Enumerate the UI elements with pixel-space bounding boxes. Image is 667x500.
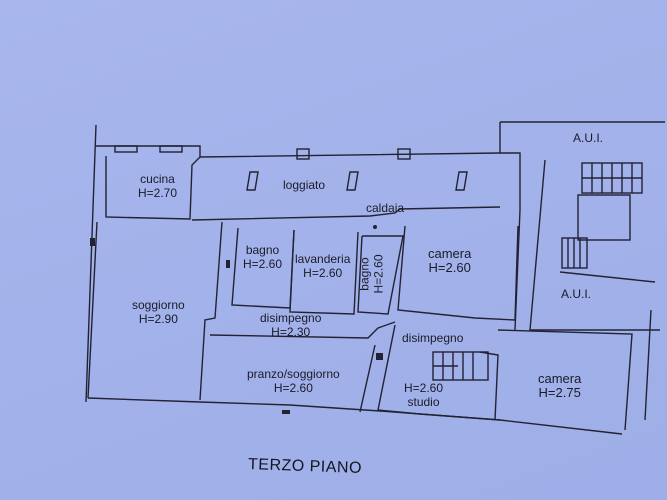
room-height: H=2.30 (271, 325, 311, 339)
radiator-icon (282, 410, 290, 414)
wall-soggiorno-right (199, 221, 223, 401)
wall-aui-inner (529, 159, 660, 331)
wall-top (96, 145, 501, 158)
wall-aui-left (499, 122, 521, 331)
room-caldaia: caldaia (366, 201, 404, 215)
room-name: A.U.I. (561, 287, 592, 301)
wall-studio (377, 324, 501, 421)
room-name: disimpegno (402, 331, 464, 345)
room-bagno: bagno H=2.60 (243, 243, 282, 271)
room-name: camera (428, 246, 472, 261)
room-name: A.U.I. (573, 131, 604, 145)
room-name: studio (407, 395, 440, 409)
room-studio: H=2.60 studio (404, 381, 443, 409)
room-name: bagno (245, 243, 280, 257)
room-loggiato: loggiato (283, 178, 325, 192)
radiator-icon (226, 260, 230, 268)
room-height: H=2.70 (138, 186, 178, 200)
wall-bagno2 (357, 235, 404, 315)
skylight-icon (455, 171, 468, 191)
wall-cucina (105, 156, 201, 220)
stairs-studio (432, 351, 489, 381)
room-name: bagno (357, 257, 372, 291)
room-bagno-2: bagno H=2.60 (358, 254, 386, 293)
room-pranzo-soggiorno: pranzo/soggiorno H=2.60 (247, 367, 340, 395)
room-name: pranzo/soggiorno (247, 367, 340, 381)
wall-camera2 (497, 329, 633, 431)
window-icon (296, 148, 310, 160)
wall-left (87, 221, 98, 399)
room-height: H=2.60 (404, 381, 444, 395)
room-camera: camera H=2.60 (428, 247, 471, 275)
room-lavanderia: lavanderia H=2.60 (295, 252, 350, 280)
room-name: disimpegno (260, 311, 322, 325)
window-icon (114, 145, 138, 153)
room-height: H=2.60 (273, 381, 313, 395)
room-name: soggiorno (132, 298, 185, 312)
wall-camera1 (397, 225, 519, 321)
room-height: H=2.60 (303, 266, 343, 280)
stairs-main (559, 162, 656, 283)
wall-bottom (87, 397, 623, 435)
room-aui-top: A.U.I. (573, 131, 603, 145)
room-camera-2: camera H=2.75 (538, 372, 581, 400)
wall-corridor (209, 321, 396, 339)
radiator-icon (376, 353, 383, 360)
room-name: cucina (140, 172, 175, 186)
room-name: camera (538, 371, 582, 386)
wall-pranzo-right (359, 344, 376, 413)
radiator-icon (90, 238, 95, 246)
room-height: H=2.60 (243, 257, 283, 271)
room-name: lavanderia (295, 252, 351, 266)
room-name: loggiato (283, 178, 326, 192)
wall-studio-right (479, 351, 499, 421)
room-disimpegno-2: disimpegno (402, 331, 463, 345)
window-icon (397, 148, 411, 160)
room-name: caldaia (366, 201, 405, 215)
room-disimpegno: disimpegno H=2.30 (260, 311, 321, 339)
wall-loggiato-bottom (191, 206, 501, 221)
room-height: H=2.75 (538, 385, 581, 400)
room-height: H=2.60 (428, 260, 471, 275)
room-height: H=2.60 (371, 254, 386, 294)
room-cucina: cucina H=2.70 (138, 172, 177, 200)
window-icon (159, 145, 183, 153)
sheet-edge-line (85, 124, 97, 403)
wall-right-edge (644, 309, 652, 421)
skylight-icon (246, 171, 259, 191)
room-soggiorno: soggiorno H=2.90 (132, 298, 185, 326)
room-height: H=2.90 (138, 312, 178, 326)
boiler-icon (373, 225, 377, 229)
wall-lavanderia (289, 229, 359, 315)
skylight-icon (346, 171, 359, 191)
room-aui-bottom: A.U.I. (561, 287, 591, 301)
